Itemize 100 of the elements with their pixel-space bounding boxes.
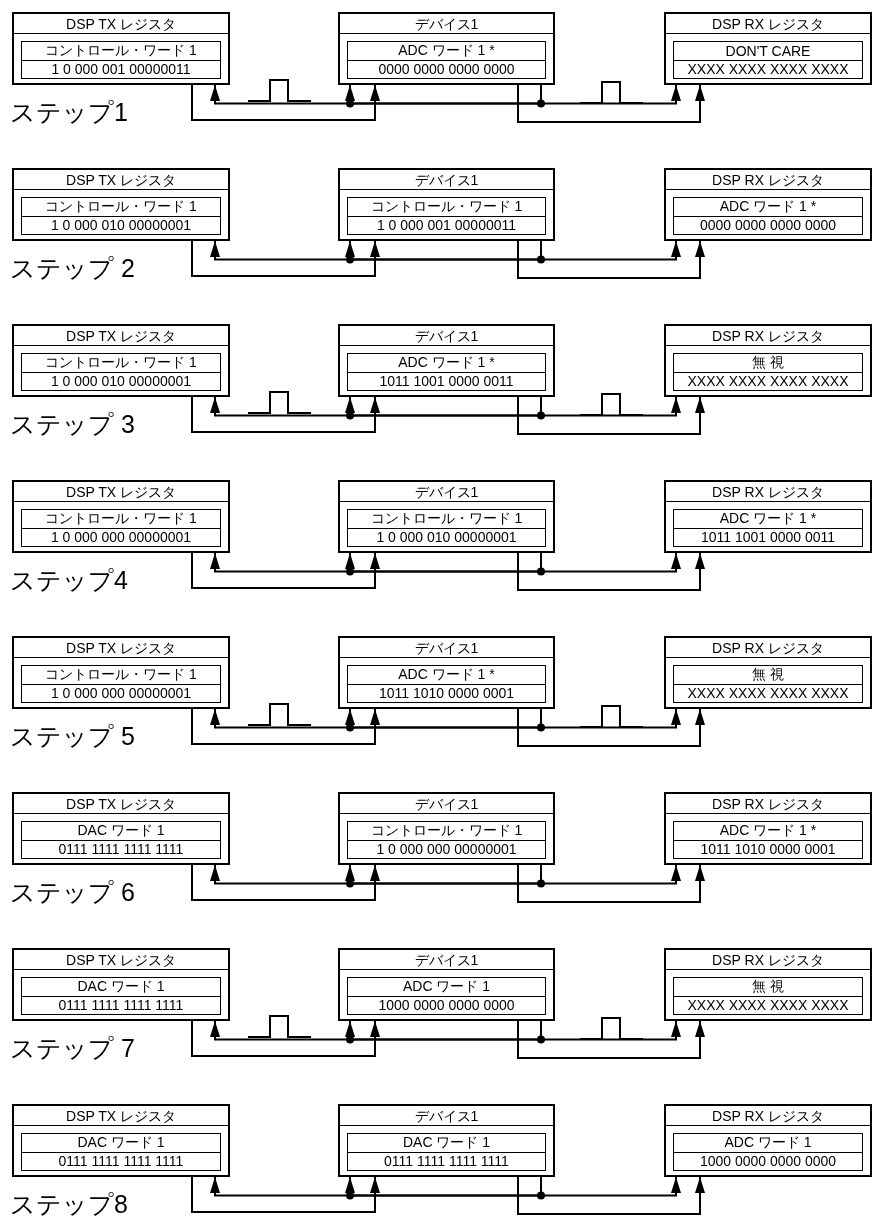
connector-arrow xyxy=(517,240,705,279)
bit-value: 1 0 000 000 00000001 xyxy=(348,839,545,857)
word-label: ADC ワード 1 * xyxy=(718,822,818,840)
word-label: DAC ワード 1 xyxy=(76,1134,166,1152)
connector-arrow xyxy=(517,396,705,435)
connector-arrow xyxy=(191,240,380,277)
register-title: DSP TX レジスタ xyxy=(66,483,176,500)
register-title: DSP RX レジスタ xyxy=(712,483,824,500)
word-label: ADC ワード 1 xyxy=(401,978,492,996)
register-box xyxy=(338,636,555,709)
data-word-box xyxy=(347,821,546,859)
data-word-box xyxy=(21,1133,221,1171)
data-word-box xyxy=(21,977,221,1015)
data-word-box xyxy=(673,509,863,547)
bit-value: 0000 0000 0000 0000 xyxy=(674,215,862,233)
connector-arrow xyxy=(540,84,681,105)
word-label: 無 視 xyxy=(751,978,785,996)
register-box xyxy=(12,792,230,865)
bit-value: 0111 1111 1111 1111 xyxy=(348,1151,545,1169)
bit-value: 1 0 000 010 00000001 xyxy=(348,527,545,545)
register-box xyxy=(664,12,872,85)
register-box xyxy=(664,324,872,397)
connector-arrow xyxy=(540,708,681,729)
bit-value: XXXX XXXX XXXX XXXX xyxy=(674,683,862,701)
connector-arrow xyxy=(540,1176,681,1197)
word-label: コントロール・ワード 1 xyxy=(369,510,524,528)
step-label: ステップ 2 xyxy=(10,254,135,282)
register-box xyxy=(12,12,230,85)
register-title: デバイス1 xyxy=(414,171,479,188)
register-box xyxy=(12,324,230,397)
register-title: DSP RX レジスタ xyxy=(712,795,824,812)
connector-arrow xyxy=(191,396,380,433)
word-label: 無 視 xyxy=(751,666,785,684)
register-box xyxy=(12,480,230,553)
data-word-box xyxy=(673,977,863,1015)
register-title: デバイス1 xyxy=(414,483,479,500)
bit-value: 1011 1010 0000 0001 xyxy=(348,683,545,701)
word-label: ADC ワード 1 * xyxy=(397,666,496,684)
register-box xyxy=(664,1104,872,1177)
step-label: ステップ4 xyxy=(10,566,128,594)
word-label: DAC ワード 1 xyxy=(76,978,166,996)
connector-arrow xyxy=(191,1020,380,1057)
word-label: コントロール・ワード 1 xyxy=(369,198,524,216)
register-title: デバイス1 xyxy=(414,327,479,344)
register-title: デバイス1 xyxy=(414,639,479,656)
bit-value: 1000 0000 0000 0000 xyxy=(674,1151,862,1169)
register-title: DSP RX レジスタ xyxy=(712,15,824,32)
word-label: DAC ワード 1 xyxy=(76,822,166,840)
register-box xyxy=(338,1104,555,1177)
register-box xyxy=(664,636,872,709)
bit-value: XXXX XXXX XXXX XXXX xyxy=(674,995,862,1013)
register-title: DSP TX レジスタ xyxy=(66,1107,176,1124)
register-box xyxy=(338,12,555,85)
bit-value: XXXX XXXX XXXX XXXX xyxy=(674,59,862,77)
register-box xyxy=(664,480,872,553)
register-title: DSP TX レジスタ xyxy=(66,327,176,344)
connector-arrow xyxy=(517,864,705,903)
register-title: DSP RX レジスタ xyxy=(712,639,824,656)
register-title: デバイス1 xyxy=(414,795,479,812)
word-label: ADC ワード 1 * xyxy=(718,510,818,528)
bit-value: 1 0 000 001 00000011 xyxy=(348,215,545,233)
data-word-box xyxy=(21,353,221,391)
register-box xyxy=(338,948,555,1021)
bit-value: 0111 1111 1111 1111 xyxy=(22,1151,220,1169)
register-title: デバイス1 xyxy=(414,15,479,32)
connector-arrow xyxy=(191,552,380,589)
bit-value: 1000 0000 0000 0000 xyxy=(348,995,545,1013)
bit-value: 0000 0000 0000 0000 xyxy=(348,59,545,77)
connector-arrow xyxy=(191,1176,380,1213)
word-label: ADC ワード 1 * xyxy=(718,198,818,216)
bit-value: 1011 1010 0000 0001 xyxy=(674,839,862,857)
word-label: ADC ワード 1 * xyxy=(397,354,496,372)
register-box xyxy=(664,168,872,241)
register-box xyxy=(338,792,555,865)
data-word-box xyxy=(673,1133,863,1171)
data-word-box xyxy=(673,41,863,79)
register-box xyxy=(12,168,230,241)
register-box xyxy=(338,168,555,241)
register-box xyxy=(12,636,230,709)
bit-value: 1011 1001 0000 0011 xyxy=(348,371,545,389)
bit-value: 1 0 000 010 00000001 xyxy=(22,371,220,389)
connector-arrow xyxy=(540,1020,681,1041)
data-word-box xyxy=(347,977,546,1015)
data-word-box xyxy=(673,353,863,391)
connector-arrow xyxy=(517,1020,705,1059)
data-word-box xyxy=(21,197,221,235)
register-title: DSP RX レジスタ xyxy=(712,951,824,968)
step-label: ステップ 3 xyxy=(10,410,135,438)
data-word-box xyxy=(347,41,546,79)
register-title: DSP RX レジスタ xyxy=(712,1107,824,1124)
data-word-box xyxy=(673,821,863,859)
register-box xyxy=(338,480,555,553)
register-title: デバイス1 xyxy=(414,951,479,968)
connector-arrow xyxy=(517,708,705,747)
word-label: コントロール・ワード 1 xyxy=(44,42,198,60)
step-label: ステップ 6 xyxy=(10,878,135,906)
word-label: コントロール・ワード 1 xyxy=(44,510,198,528)
connector-arrow xyxy=(540,552,681,573)
register-title: DSP TX レジスタ xyxy=(66,15,176,32)
register-title: DSP RX レジスタ xyxy=(712,327,824,344)
